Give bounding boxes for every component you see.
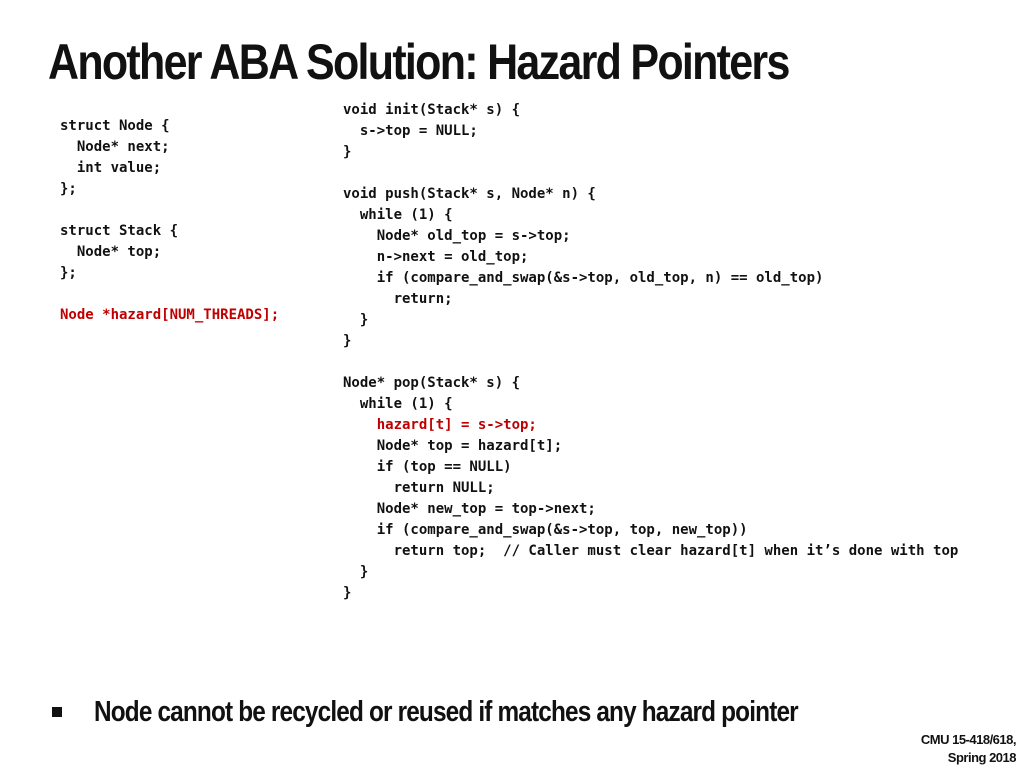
- code-line: if (compare_and_swap(&s->top, old_top, n…: [343, 270, 824, 286]
- code-line: n->next = old_top;: [343, 249, 529, 265]
- code-line: while (1) {: [343, 396, 453, 412]
- code-line: Node* pop(Stack* s) {: [343, 375, 521, 391]
- course-footer: CMU 15-418/618, Spring 2018: [920, 731, 1017, 767]
- code-line: [60, 284, 279, 305]
- footer-term: Spring 2018: [947, 750, 1017, 765]
- code-line: s->top = NULL;: [343, 123, 478, 139]
- footer-course: CMU 15-418/618,: [920, 732, 1017, 747]
- code-line: }: [343, 564, 369, 580]
- code-line: return NULL;: [343, 480, 495, 496]
- code-line: Node* old_top = s->top;: [343, 228, 571, 244]
- code-line: Node* new_top = top->next;: [343, 501, 596, 517]
- code-line: }: [343, 144, 352, 160]
- code-line: [60, 200, 279, 221]
- code-line: struct Stack {: [60, 223, 179, 239]
- code-line: return top; // Caller must clear hazard[…: [343, 543, 959, 559]
- stack-functions-code: void init(Stack* s) { s->top = NULL;} voi…: [343, 100, 958, 604]
- code-line: [343, 352, 958, 373]
- code-line: }: [343, 333, 352, 349]
- code-line: Node *hazard[NUM_THREADS];: [60, 307, 280, 323]
- code-line: Node* top = hazard[t];: [343, 438, 563, 454]
- code-line: if (compare_and_swap(&s->top, top, new_t…: [343, 522, 748, 538]
- code-line: Node* top;: [60, 244, 162, 260]
- code-line: return;: [343, 291, 453, 307]
- code-line: }: [343, 585, 352, 601]
- code-line: struct Node {: [60, 118, 170, 134]
- code-line: };: [60, 265, 77, 281]
- code-line: [343, 163, 958, 184]
- code-line: };: [60, 181, 77, 197]
- code-line: }: [343, 312, 369, 328]
- bullet-text: Node cannot be recycled or reused if mat…: [94, 696, 799, 728]
- code-line: if (top == NULL): [343, 459, 512, 475]
- struct-definitions-code: struct Node { Node* next; int value;}; st…: [60, 116, 279, 326]
- code-line: while (1) {: [343, 207, 453, 223]
- code-line: void push(Stack* s, Node* n) {: [343, 186, 596, 202]
- bullet-square-icon: [52, 707, 62, 717]
- code-line: int value;: [60, 160, 162, 176]
- bullet-point: Node cannot be recycled or reused if mat…: [52, 692, 932, 732]
- code-line: Node* next;: [60, 139, 170, 155]
- code-line: hazard[t] = s->top;: [343, 417, 537, 433]
- code-line: void init(Stack* s) {: [343, 102, 521, 118]
- slide-title: Another ABA Solution: Hazard Pointers: [48, 34, 790, 90]
